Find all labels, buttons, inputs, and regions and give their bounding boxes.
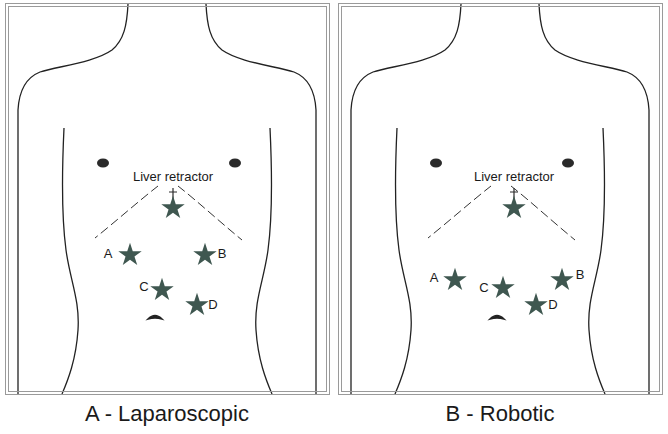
port-star [185, 293, 208, 315]
nipple [430, 159, 442, 168]
port-label: A [104, 247, 113, 261]
port-star [193, 243, 216, 265]
port-label: C [479, 281, 488, 295]
panel-caption: B - Robotic [446, 402, 555, 426]
torso-outline [589, 128, 605, 394]
torso-figure [18, 4, 316, 394]
port-label: Liver retractor [474, 170, 554, 184]
port-label: D [548, 298, 557, 312]
port-star [491, 276, 514, 298]
navel [148, 316, 162, 320]
torso-outline [62, 128, 78, 394]
torso-outline [256, 128, 272, 394]
rib-margin [95, 186, 158, 238]
rib-margin [428, 186, 491, 238]
nipple [229, 159, 241, 168]
panel-frame: Liver retractorABCDB - Robotic [338, 3, 663, 395]
torso-outline [206, 4, 316, 394]
port-star [502, 196, 525, 218]
nipple [97, 159, 109, 168]
port-star [150, 278, 173, 300]
rib-margin [511, 186, 575, 240]
torso-outline [18, 4, 128, 394]
port-star [550, 268, 573, 290]
panel-caption: A - Laparoscopic [85, 402, 249, 426]
port-star [443, 268, 466, 290]
torso-outline [351, 4, 461, 394]
leader-line [510, 192, 518, 193]
port-label: C [139, 280, 148, 294]
leader-line [169, 192, 177, 193]
nipple [562, 159, 574, 168]
port-label: D [208, 298, 217, 312]
port-star [161, 196, 184, 218]
navel [490, 316, 504, 320]
panel-frame: Liver retractorABCDA - Laparoscopic [5, 3, 330, 395]
torso-outline [395, 128, 411, 394]
rib-margin [178, 186, 242, 240]
port-label: B [576, 268, 585, 282]
port-star [524, 293, 547, 315]
port-label: B [218, 247, 227, 261]
port-label: A [430, 271, 439, 285]
torso-outline [539, 4, 649, 394]
torso-figure [351, 4, 649, 394]
port-star [118, 243, 141, 265]
port-label: Liver retractor [133, 170, 213, 184]
